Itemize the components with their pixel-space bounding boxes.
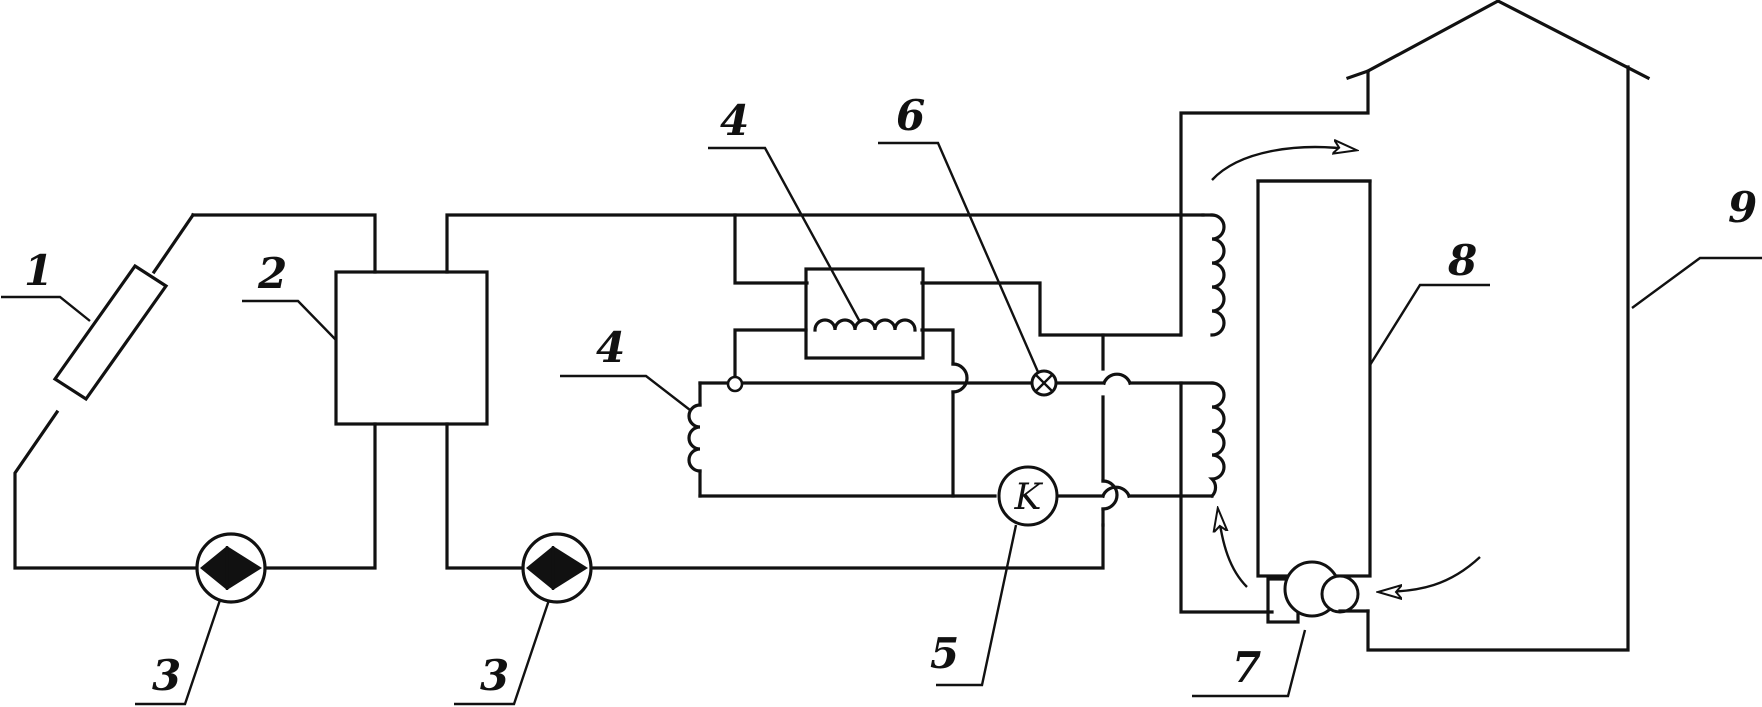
heating-circuit <box>445 213 1214 570</box>
heater-top: 4 <box>708 96 925 360</box>
airflow-arrows <box>1211 147 1481 592</box>
label-4-left: 4 <box>596 323 625 372</box>
label-6: 6 <box>896 91 925 140</box>
label-5: 5 <box>930 629 959 678</box>
label-1: 1 <box>24 246 53 295</box>
label-4-top: 4 <box>720 96 749 145</box>
solar-collector <box>52 263 169 402</box>
collector-circuit: 1 <box>1 212 377 570</box>
label-8: 8 <box>1447 236 1477 285</box>
airflow-arrow-left <box>1218 510 1248 588</box>
label-3-left: 3 <box>152 651 181 700</box>
pump-left: 3 <box>135 532 267 706</box>
airflow-arrow-top <box>1211 147 1355 181</box>
label-3-right: 3 <box>480 651 509 700</box>
label-7: 7 <box>1232 643 1261 692</box>
controller: K 5 <box>930 465 1059 687</box>
radiator: 8 <box>1256 179 1490 578</box>
label-9: 9 <box>1728 183 1757 232</box>
controller-symbol: K <box>1014 477 1044 518</box>
building: 9 <box>1179 0 1762 652</box>
pump-right: 3 <box>454 532 593 706</box>
fan: 7 <box>1192 560 1370 698</box>
heat-exchanger: 2 <box>242 249 489 426</box>
wall-coil-lower <box>1208 381 1226 499</box>
label-2: 2 <box>257 249 287 298</box>
airflow-arrow-right <box>1380 556 1481 592</box>
heater-left: 4 <box>560 323 744 498</box>
wall-coil-upper <box>1201 213 1226 337</box>
valve: 6 <box>878 91 1058 397</box>
